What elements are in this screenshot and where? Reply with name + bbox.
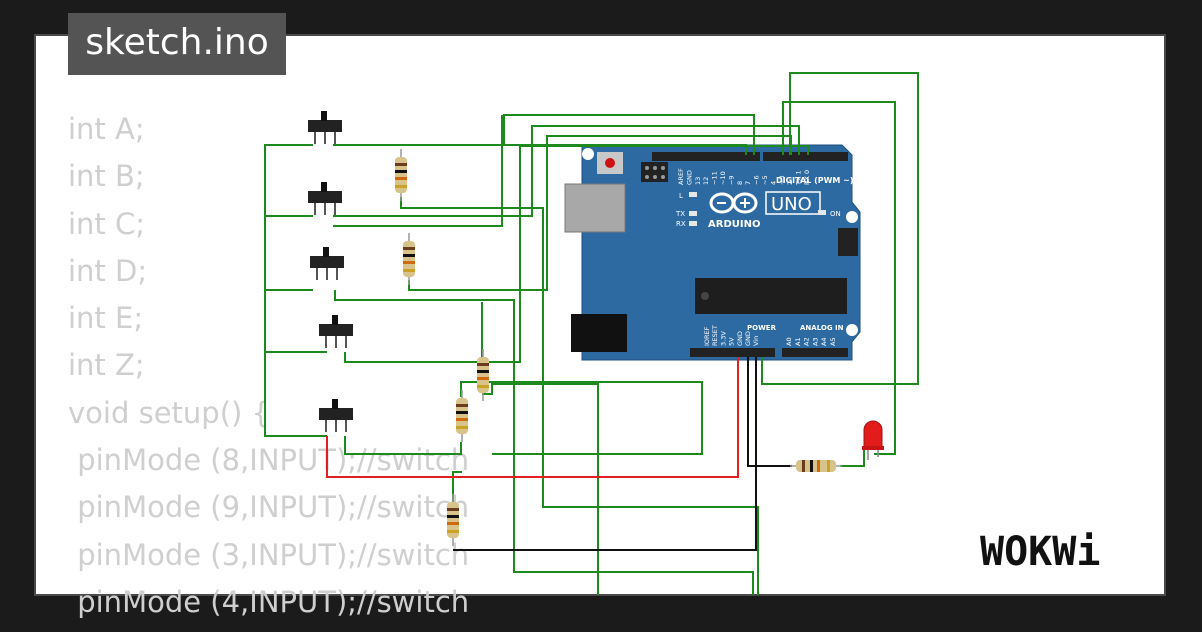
slide-switch[interactable] [310, 247, 344, 280]
digital-label: DIGITAL (PWM ~) [776, 176, 854, 185]
wire[interactable] [333, 125, 800, 217]
code-line: void setup() { [68, 395, 270, 430]
power-jack [571, 314, 627, 352]
wire[interactable] [460, 381, 703, 455]
code-line: pinMode (3,INPUT);//switch [68, 537, 470, 572]
pin-label: 12 [702, 177, 710, 185]
pin-label: ~5 [761, 175, 769, 185]
slide-switch[interactable] [308, 182, 342, 215]
pin-label: GND [685, 170, 693, 185]
digital-header-right [763, 152, 848, 161]
pin-label: A4 [820, 337, 828, 346]
pin-label: A3 [811, 337, 819, 346]
pin-label: ~9 [727, 175, 735, 185]
wire[interactable] [400, 197, 759, 595]
pin-label: 7 [744, 181, 752, 185]
wire[interactable] [840, 447, 865, 467]
pin-label: TX 1 [795, 170, 803, 186]
code-line: pinMode (9,INPUT);//switch [68, 490, 470, 525]
code-line: int B; [68, 159, 145, 194]
pin-label: ~10 [719, 171, 727, 185]
wire[interactable] [782, 101, 896, 455]
wire[interactable] [482, 383, 599, 595]
digital-header-left [652, 152, 760, 161]
power-label: POWER [747, 324, 777, 332]
pin-label: ~6 [753, 175, 761, 185]
code-line: int C; [68, 206, 146, 241]
atmega-chip [695, 278, 847, 314]
code-line: pinMode (8,INPUT);//switch [68, 443, 470, 478]
sketch-filename-tab[interactable]: sketch.ino [68, 13, 286, 75]
analog-label: ANALOG IN [800, 324, 844, 332]
pin-label: Vin [752, 336, 760, 346]
pin-label: 3.3V [719, 331, 727, 346]
wire[interactable] [326, 357, 739, 478]
resistor[interactable] [447, 494, 459, 546]
wire[interactable] [344, 145, 809, 363]
code-line: int A; [68, 112, 145, 146]
slide-switch[interactable] [319, 399, 353, 432]
pin-label: A0 [785, 337, 793, 346]
wire[interactable] [761, 72, 919, 385]
power-header [690, 348, 775, 357]
pin-label: RX 0 [803, 170, 811, 185]
pin-label: 13 [694, 177, 702, 185]
code-preview: int A; int B; int C; int D; int E; int Z… [68, 106, 469, 626]
slide-switch[interactable] [308, 111, 342, 144]
resistor[interactable] [477, 349, 489, 401]
pin-label: A2 [803, 337, 811, 346]
simulation-canvas: int A; int B; int C; int D; int E; int Z… [34, 34, 1166, 619]
rx-label: RX [676, 220, 686, 228]
pin-label: AREF [677, 168, 685, 185]
wires [264, 72, 919, 595]
wokwi-logo-text: WOKWi [980, 529, 1100, 575]
analog-header [782, 348, 848, 357]
l-label: L [679, 192, 683, 200]
wokwi-logo: WOKWi [980, 529, 1100, 575]
board-brand: ARDUINO [708, 219, 760, 230]
wire[interactable] [453, 357, 757, 551]
pin-label: GND [736, 331, 744, 346]
code-line: int D; [68, 253, 148, 288]
pin-label: RESET [711, 325, 719, 346]
pin-label: GND [744, 331, 752, 346]
tx-label: TX [675, 210, 685, 218]
pin-label: 4 [769, 181, 777, 185]
usb-port [564, 183, 626, 233]
wire[interactable] [452, 471, 462, 502]
resistor[interactable] [790, 460, 842, 472]
code-line: pinMode (4,INPUT);//switch [68, 584, 470, 619]
pin-label: 2 [786, 181, 794, 185]
wire[interactable] [344, 436, 462, 455]
pin-label: A1 [794, 337, 802, 346]
slide-switch[interactable] [319, 315, 353, 348]
resistor[interactable] [395, 149, 407, 201]
resistor[interactable] [456, 390, 468, 442]
wire[interactable] [747, 357, 792, 467]
pin-label: 8 [736, 181, 744, 185]
arduino-logo-icon [709, 192, 758, 214]
pin-label: IOREF [703, 326, 711, 346]
pin-label: A5 [829, 337, 837, 346]
wire[interactable] [334, 290, 754, 595]
pin-label: ~3 [778, 175, 786, 185]
pin-label: ~11 [711, 171, 719, 185]
resistor[interactable] [403, 233, 415, 285]
code-line: int E; [68, 301, 144, 336]
on-label: ON [830, 210, 841, 218]
board-model: UNO [771, 194, 812, 215]
pin-label: 5V [728, 337, 736, 346]
led-red[interactable] [862, 420, 884, 460]
code-line: int Z; [68, 348, 145, 383]
wire[interactable] [333, 115, 503, 227]
